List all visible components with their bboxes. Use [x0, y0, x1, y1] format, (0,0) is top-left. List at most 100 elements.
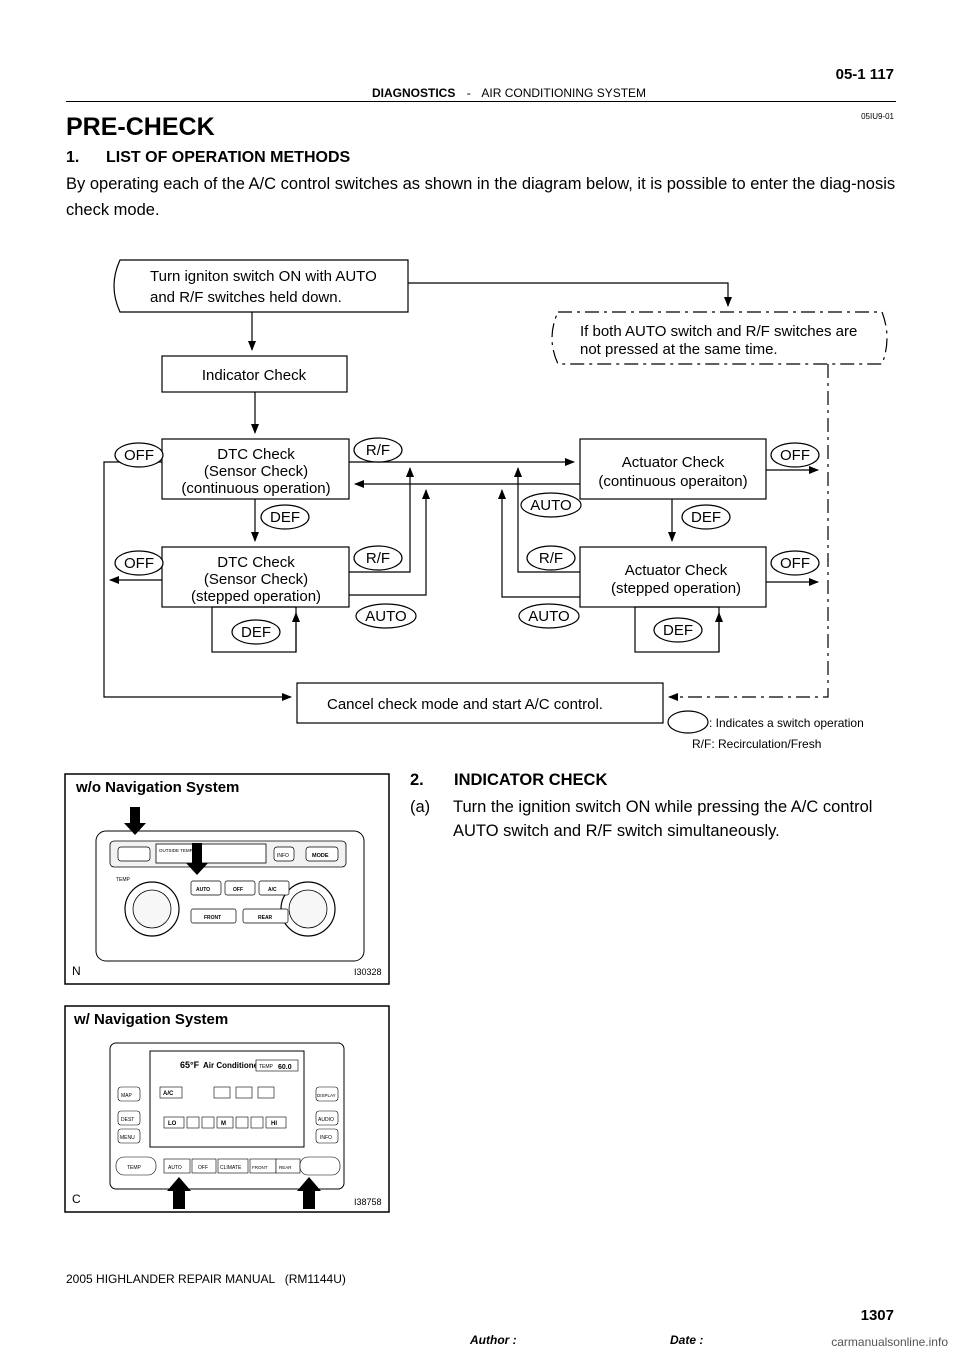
start-text-1: Turn igniton switch ON with AUTO	[150, 268, 377, 285]
else-box	[551, 311, 888, 365]
label-rf-2: R/F	[366, 550, 390, 567]
dtc1-text-2: (Sensor Check)	[204, 463, 308, 480]
fig1-auto-label: AUTO	[196, 887, 210, 893]
switch-auto-3	[518, 603, 580, 629]
legend-text-2: R/F: Recirculation/Fresh	[692, 737, 821, 751]
fig2-screen-temp: 65°F	[180, 1060, 200, 1070]
fig1-temp-label: TEMP	[116, 877, 131, 883]
act2-text-2: (stepped operation)	[611, 580, 741, 597]
page-number: 05-1 117	[835, 66, 894, 83]
label-off-3: OFF	[780, 447, 810, 464]
fig1-front-label: FRONT	[204, 915, 221, 921]
fig2-map-button: MAP	[121, 1093, 133, 1099]
figure2-code: I38758	[354, 1197, 382, 1207]
section1-text: By operating each of the A/C control swi…	[66, 175, 896, 219]
header-section: DIAGNOSTICS	[372, 86, 456, 100]
switch-def-4	[653, 617, 703, 643]
fig2-rear-button: REAR	[279, 1165, 292, 1170]
label-off-1: OFF	[124, 447, 154, 464]
fig2-arrow-2	[297, 1177, 321, 1209]
switch-def-1	[260, 504, 310, 530]
section2-number: 2.	[410, 771, 424, 789]
fig2-screen-temp-value: 60.0	[278, 1064, 292, 1071]
fig1-arrow-1	[124, 807, 146, 835]
switch-rf-1	[353, 437, 403, 463]
act2-text-1: Actuator Check	[625, 562, 728, 579]
fig2-auto-button: AUTO	[168, 1165, 182, 1171]
figure1-code: I30328	[354, 967, 382, 977]
cancel-text: Cancel check mode and start A/C control.	[327, 696, 603, 713]
figure1-corner: N	[72, 964, 81, 978]
flowchart: Turn igniton switch ON with AUTO and R/F…	[103, 259, 888, 751]
header-separator: -	[466, 86, 471, 100]
figure-with-navigation: w/ Navigation System 65°F Air Conditione…	[64, 1005, 390, 1213]
fig2-screen-title: Air Conditioner	[203, 1061, 261, 1070]
header-rule	[66, 101, 896, 102]
label-def-1: DEF	[270, 509, 300, 526]
figure-without-navigation: w/o Navigation System OUTSIDE TEMP INFO …	[64, 773, 390, 985]
else-text-1: If both AUTO switch and R/F switches are	[580, 323, 857, 340]
figure2-corner: C	[72, 1192, 81, 1206]
indicator-text: Indicator Check	[202, 367, 307, 384]
dtc1-text-3: (continuous operation)	[181, 480, 330, 497]
section1-heading: 1. LIST OF OPERATION METHODS	[66, 149, 351, 166]
else-text-2: not pressed at the same time.	[580, 341, 778, 358]
fig2-front-button: FRONT	[252, 1165, 268, 1170]
switch-auto-2	[520, 492, 582, 518]
footer-manual: 2005 HIGHLANDER REPAIR MANUAL (RM1144U)	[66, 1272, 346, 1286]
switch-off-1	[114, 442, 164, 468]
fig2-arrow-1	[167, 1177, 191, 1209]
switch-off-4	[770, 550, 820, 576]
fig1-info-label: INFO	[277, 853, 289, 859]
doc-id: 05IU9-01	[861, 112, 894, 121]
dtc1-text-1: DTC Check	[217, 446, 295, 463]
switch-off-3	[770, 442, 820, 468]
footer-page: 1307	[860, 1307, 894, 1324]
label-def-4: DEF	[663, 622, 693, 639]
act1-box	[579, 438, 767, 500]
legend-oval	[667, 710, 709, 734]
label-auto-1: AUTO	[365, 608, 406, 625]
switch-rf-2	[353, 545, 403, 571]
fig1-off-label: OFF	[233, 887, 243, 893]
header-title: DIAGNOSTICS - AIR CONDITIONING SYSTEM	[372, 86, 646, 100]
fig2-off-button: OFF	[198, 1165, 208, 1171]
fig2-screen-temp-label: TEMP	[259, 1064, 274, 1070]
page-title: PRE-CHECK	[66, 113, 215, 141]
fig1-ac-label: A/C	[268, 887, 277, 893]
header-subject: AIR CONDITIONING SYSTEM	[481, 86, 647, 100]
fig2-m-button: M	[221, 1121, 226, 1127]
fig1-rear-label: REAR	[258, 915, 273, 921]
switch-rf-3	[526, 545, 576, 571]
fig2-temp-button: TEMP	[127, 1165, 142, 1171]
label-off-4: OFF	[780, 555, 810, 572]
start-text-2: and R/F switches held down.	[150, 289, 342, 306]
fig2-lo-button: LO	[168, 1121, 177, 1127]
switch-auto-1	[355, 603, 417, 629]
label-rf-1: R/F	[366, 442, 390, 459]
fig2-info-button: INFO	[320, 1135, 332, 1141]
author-label: Author :	[470, 1333, 517, 1347]
dtc2-text-1: DTC Check	[217, 554, 295, 571]
dtc2-text-2: (Sensor Check)	[204, 571, 308, 588]
dtc2-text-3: (stepped operation)	[191, 588, 321, 605]
date-label: Date :	[670, 1333, 704, 1347]
switch-def-3	[681, 504, 731, 530]
start-box	[113, 259, 409, 313]
fig2-display-button: DISPLAY	[317, 1093, 336, 1098]
fig2-dest-button: DEST	[121, 1117, 134, 1123]
section2-heading: 2.INDICATOR CHECK	[410, 771, 607, 790]
fig2-menu-button: MENU	[120, 1135, 135, 1141]
fig2-hi-button: HI	[271, 1121, 277, 1127]
step-label: (a)	[410, 798, 431, 816]
figure2-title: w/ Navigation System	[73, 1011, 228, 1028]
legend-text-1: : Indicates a switch operation	[709, 716, 864, 730]
step-text: Turn the ignition switch ON while pressi…	[453, 798, 873, 840]
label-off-2: OFF	[124, 555, 154, 572]
label-def-2: DEF	[241, 624, 271, 641]
figure1-title: w/o Navigation System	[75, 779, 239, 796]
label-auto-3: AUTO	[528, 608, 569, 625]
fig1-display-label: OUTSIDE TEMP	[159, 848, 193, 853]
fig2-ac-button: A/C	[163, 1091, 174, 1097]
switch-off-2	[114, 550, 164, 576]
